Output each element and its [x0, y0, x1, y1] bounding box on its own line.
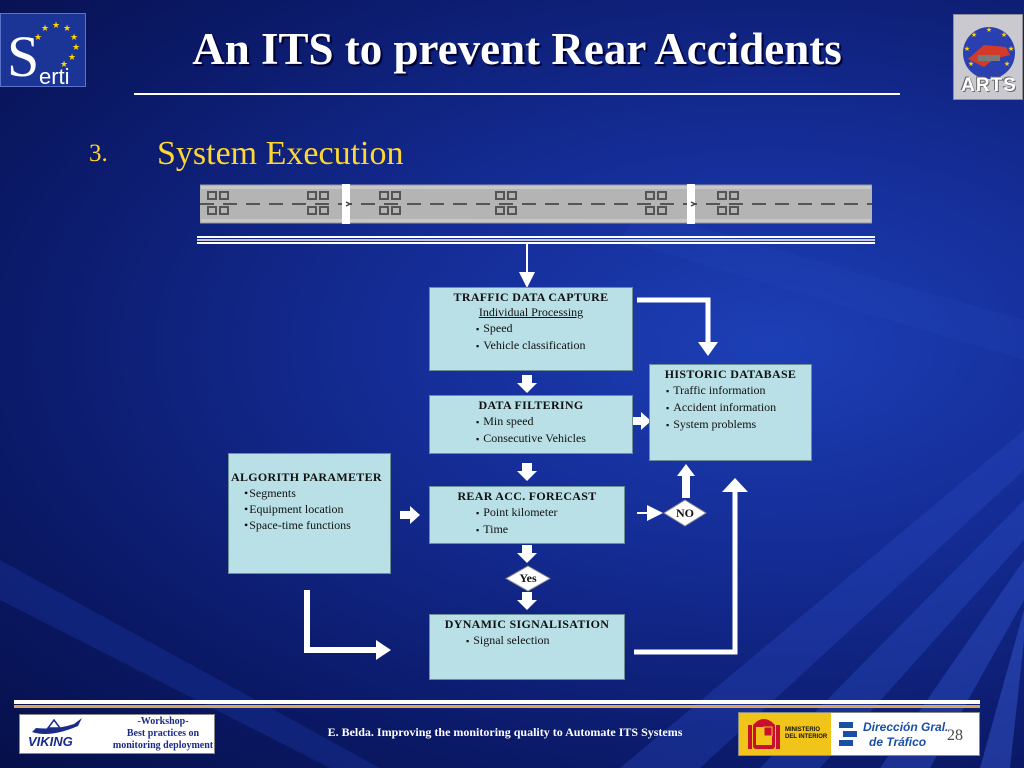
arrow-traffic-to-filtering: [517, 375, 537, 393]
serti-logo-letter: S: [7, 24, 40, 89]
footer-rule-white: [14, 700, 980, 704]
svg-text:★: ★: [41, 23, 49, 33]
arts-logo-text: ARTS: [961, 75, 1017, 96]
algorithm-item: Segments: [244, 485, 390, 501]
viking-brand: VIKING: [28, 734, 73, 749]
svg-text:★: ★: [986, 26, 992, 34]
forecast-item: Time: [476, 521, 624, 538]
historic-item: System problems: [666, 416, 811, 433]
rear-acc-forecast-box: REAR ACC. FORECAST Point kilometer Time: [429, 486, 625, 544]
historic-title: HISTORIC DATABASE: [664, 367, 797, 381]
traffic-data-capture-box: TRAFFIC DATA CAPTURE Individual Processi…: [429, 287, 633, 371]
historic-item: Accident information: [666, 399, 811, 416]
arrow-signal-to-historic: [634, 490, 738, 655]
svg-text:★: ★: [1004, 60, 1010, 68]
dgt-text: Dirección Gral. de Tráfico: [863, 720, 953, 750]
ministry-logo: MINISTERIO DEL INTERIOR Dirección Gral. …: [738, 712, 980, 756]
arrow-algorithm-to-forecast: [400, 506, 420, 524]
arrow-forecast-to-yes: [517, 545, 537, 563]
svg-text:★: ★: [971, 31, 977, 39]
decision-no-label: NO: [676, 505, 694, 520]
data-filtering-box: DATA FILTERING Min speed Consecutive Veh…: [429, 395, 633, 454]
spain-coat-of-arms-icon: [748, 719, 780, 749]
eu-stars-icon: ★ ★ ★ ★ ★ ★ ★ ★: [34, 20, 80, 68]
serti-logo-text: erti: [39, 64, 70, 89]
historic-item: Traffic information: [666, 382, 811, 399]
viking-logo: VIKING -Workshop- Best practices on moni…: [19, 714, 215, 754]
arts-emblem-icon: ★★★ ★★★★: [963, 26, 1015, 79]
section-number: 3.: [89, 140, 108, 167]
page-title: An ITS to prevent Rear Accidents: [192, 24, 842, 74]
traffic-title: TRAFFIC DATA CAPTURE: [453, 290, 609, 304]
road-rails: [197, 236, 875, 244]
decision-yes: Yes: [505, 565, 551, 592]
arrow-no-to-historic: [677, 464, 695, 498]
svg-text:★: ★: [63, 23, 71, 33]
arrow-filtering-to-historic: [627, 412, 651, 430]
forecast-title: REAR ACC. FORECAST: [457, 489, 597, 503]
signal-item: Signal selection: [466, 632, 624, 649]
algorithm-title: ALGORITH PARAMETER: [231, 470, 382, 484]
dgt-text-line: de Tráfico: [869, 735, 927, 749]
svg-text:★: ★: [52, 20, 60, 30]
svg-text:★: ★: [70, 32, 78, 42]
forecast-item: Point kilometer: [476, 504, 624, 521]
signal-title: DYNAMIC SIGNALISATION: [444, 617, 610, 631]
viking-note-line: Best practices on: [126, 728, 200, 739]
filtering-title: DATA FILTERING: [478, 398, 584, 412]
ministry-text: MINISTERIO DEL INTERIOR: [785, 727, 828, 740]
decision-yes-label: Yes: [519, 571, 537, 585]
svg-text:★: ★: [60, 59, 68, 68]
traffic-item: Speed: [476, 320, 632, 337]
footer-rule-gold: [14, 705, 980, 708]
svg-text:★: ★: [964, 45, 970, 53]
filtering-item: Consecutive Vehicles: [476, 430, 632, 447]
title-divider: [134, 93, 900, 95]
svg-text:★: ★: [1008, 45, 1014, 53]
arrow-filtering-to-forecast: [517, 463, 537, 481]
decision-no-diamond: [663, 499, 707, 527]
traffic-item: Vehicle classification: [476, 337, 632, 354]
svg-text:★: ★: [68, 52, 76, 62]
viking-note: -Workshop- Best practices on monitoring …: [112, 716, 214, 752]
historic-database-box: HISTORIC DATABASE Traffic information Ac…: [649, 364, 812, 461]
filtering-item: Min speed: [476, 413, 632, 430]
serti-logo: ★ ★ ★ ★ ★ ★ ★ ★ S erti: [0, 13, 86, 89]
algorithm-item: Equipment location: [244, 501, 390, 517]
section-title: System Execution: [157, 135, 404, 172]
viking-ship-icon: [32, 718, 82, 734]
road-illustration: [200, 184, 872, 224]
arrow-yes-to-signal: [517, 592, 537, 610]
arrow-traffic-to-historic: [637, 297, 711, 344]
algorithm-parameter-box: ALGORITH PARAMETER Segments Equipment lo…: [228, 453, 391, 574]
dgt-icon: [839, 722, 857, 746]
algorithm-item: Space-time functions: [244, 517, 390, 533]
svg-text:★: ★: [34, 32, 42, 42]
footer-text: E. Belda. Improving the monitoring quali…: [327, 725, 683, 739]
decision-no: NO: [663, 499, 707, 527]
viking-note-line: monitoring deployment: [112, 740, 214, 751]
svg-text:★: ★: [1001, 31, 1007, 39]
decision-yes-diamond: [505, 565, 551, 592]
dgt-text-line: Dirección Gral.: [863, 720, 949, 734]
svg-text:★: ★: [968, 60, 974, 68]
arts-logo: ★★★ ★★★★ ARTS: [953, 14, 1023, 100]
page-number: 28: [947, 727, 963, 744]
svg-text:★: ★: [72, 42, 80, 52]
arrow-algorithm-to-signal: [304, 590, 378, 653]
dynamic-signalisation-box: DYNAMIC SIGNALISATION Signal selection: [429, 614, 625, 680]
viking-note-line: -Workshop-: [137, 716, 189, 727]
traffic-subtitle: Individual Processing: [478, 305, 584, 319]
